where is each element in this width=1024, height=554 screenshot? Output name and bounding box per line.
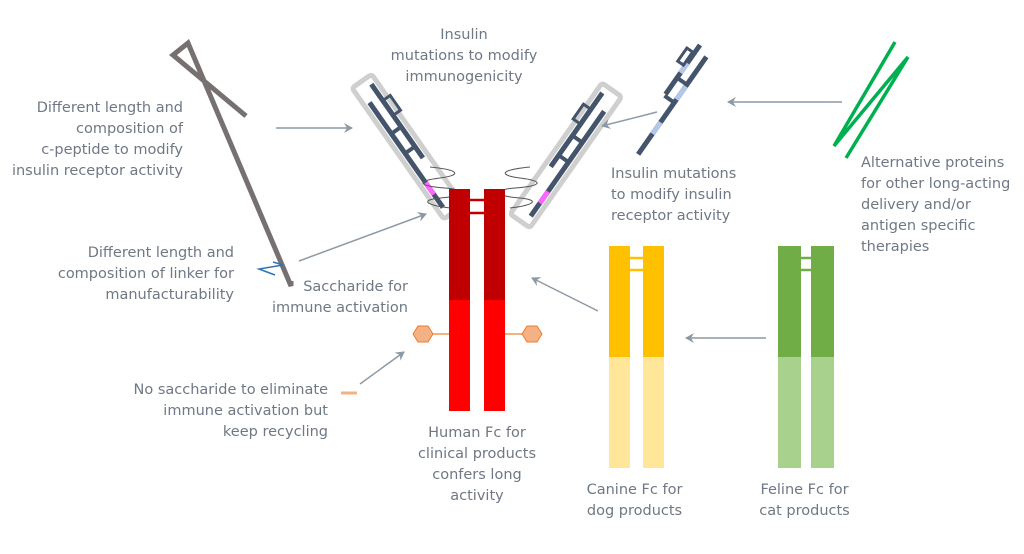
right-linker-spring xyxy=(498,166,538,209)
saccharide-right-icon xyxy=(521,325,543,343)
label-cpeptide: Different length and composition of c-pe… xyxy=(11,100,183,179)
feline-fc xyxy=(778,246,834,468)
label-canine-fc: Canine Fc for dog products xyxy=(586,482,683,519)
arrow-linker xyxy=(298,212,427,262)
linker-alt-icon xyxy=(256,261,284,276)
label-insulin-immunogenicity: Insulin mutations to modify immunogenici… xyxy=(390,27,538,85)
label-feline-fc: Feline Fc for cat products xyxy=(759,482,850,519)
label-alt-proteins: Alternative proteins for other long-acti… xyxy=(861,155,1011,255)
label-linker: Different length and composition of link… xyxy=(57,245,234,303)
human-fc-left-lower xyxy=(449,300,470,411)
left-a-chain xyxy=(369,82,426,160)
human-fc-right-upper xyxy=(484,189,505,300)
arrow-mutated-insulin xyxy=(601,111,658,129)
arrow-no-saccharide xyxy=(359,351,405,385)
right-cpeptide-frame xyxy=(508,81,623,230)
arrow-canine xyxy=(531,277,599,312)
label-no-saccharide: No saccharide to eliminate immune activa… xyxy=(133,382,329,440)
canine-fc xyxy=(609,246,664,468)
human-fc xyxy=(412,189,543,411)
mutated-insulin-icon xyxy=(636,43,709,156)
label-insulin-receptor: Insulin mutations to modify insulin rece… xyxy=(611,166,737,224)
human-fc-left-upper xyxy=(449,189,470,300)
cpeptide-icon xyxy=(169,38,294,287)
left-linker-spring xyxy=(422,166,462,209)
alt-protein-icon xyxy=(832,41,910,159)
human-fc-right-lower xyxy=(484,300,505,411)
label-saccharide: Saccharide for immune activation xyxy=(271,279,408,316)
right-a-chain xyxy=(548,91,605,169)
right-insulin-arm xyxy=(508,81,623,230)
label-human-fc: Human Fc for clinical products confers l… xyxy=(417,425,537,504)
saccharide-left-icon xyxy=(412,325,434,343)
right-linker-highlight xyxy=(537,190,550,205)
